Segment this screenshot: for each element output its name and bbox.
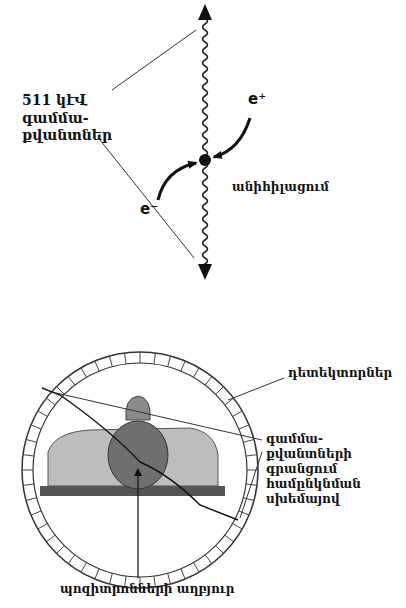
gamma-label: 511 կէՎ գամմա-քվանտներ — [22, 92, 118, 145]
detector-segment — [194, 563, 200, 573]
detector-segment — [140, 352, 141, 363]
detector-segment — [246, 455, 257, 456]
detector-segment — [194, 368, 200, 378]
detector-ring — [22, 352, 258, 588]
positron-arrow — [214, 118, 250, 157]
leader-line — [100, 140, 194, 258]
patient-head — [126, 396, 151, 420]
annihilation-label: անիհիլացում — [232, 180, 392, 195]
detector-segment — [205, 376, 212, 385]
detector-segment — [68, 555, 75, 564]
detector-segment — [46, 535, 55, 542]
gamma-wave — [203, 18, 208, 270]
leader-line — [112, 30, 196, 90]
detector-segment — [95, 569, 99, 579]
annihilation-dot — [199, 154, 211, 166]
detector-segment — [81, 563, 87, 573]
leader-line — [52, 392, 262, 440]
arrow-head — [198, 4, 212, 20]
arrow-head — [198, 264, 212, 280]
detector-segment — [81, 368, 87, 378]
detector-segment — [38, 411, 48, 417]
detector-segment — [243, 439, 254, 442]
detector-segment — [23, 484, 34, 485]
detector-segment — [22, 470, 33, 471]
detector-segment — [46, 398, 55, 405]
detector-segment — [205, 555, 212, 564]
leader-line — [228, 378, 284, 400]
detector-segment — [225, 535, 234, 542]
detector-segment — [38, 524, 48, 530]
detector-segment — [181, 361, 185, 371]
detector-segment — [23, 455, 34, 456]
detector-segment — [125, 353, 126, 364]
detector-segment — [109, 356, 112, 367]
particle-label: e⁺ — [248, 90, 278, 109]
detector-segment — [216, 546, 224, 554]
detector-segment — [95, 361, 99, 371]
source-label: պոզիտրոնների աղբյուր — [60, 582, 260, 597]
detector-segment — [31, 511, 41, 515]
detector-segment — [233, 411, 243, 417]
detector-label: դետեկտորներ — [288, 366, 400, 381]
detector-segment — [26, 439, 37, 442]
detector-segment — [154, 353, 155, 364]
gamma-path — [140, 462, 238, 520]
leader-line — [240, 452, 262, 518]
coincidence-label: գամմա-քվանտների գրանցում համընկնման սխեմ… — [266, 432, 400, 507]
source-arrow — [137, 470, 138, 578]
detector-segment — [216, 387, 224, 395]
detector-segment — [168, 356, 171, 367]
detector-segment — [239, 511, 249, 515]
particle-label: e⁻ — [140, 200, 170, 219]
detector-segment — [243, 498, 254, 501]
detector-segment — [239, 425, 249, 429]
detector-segment — [26, 498, 37, 501]
detector-segment — [233, 524, 243, 530]
gamma-path — [42, 388, 140, 462]
detector-segment — [31, 425, 41, 429]
electron-arrow — [158, 163, 196, 200]
detector-segment — [68, 376, 75, 385]
detector-segment — [57, 546, 65, 554]
detector-segment — [181, 569, 185, 579]
